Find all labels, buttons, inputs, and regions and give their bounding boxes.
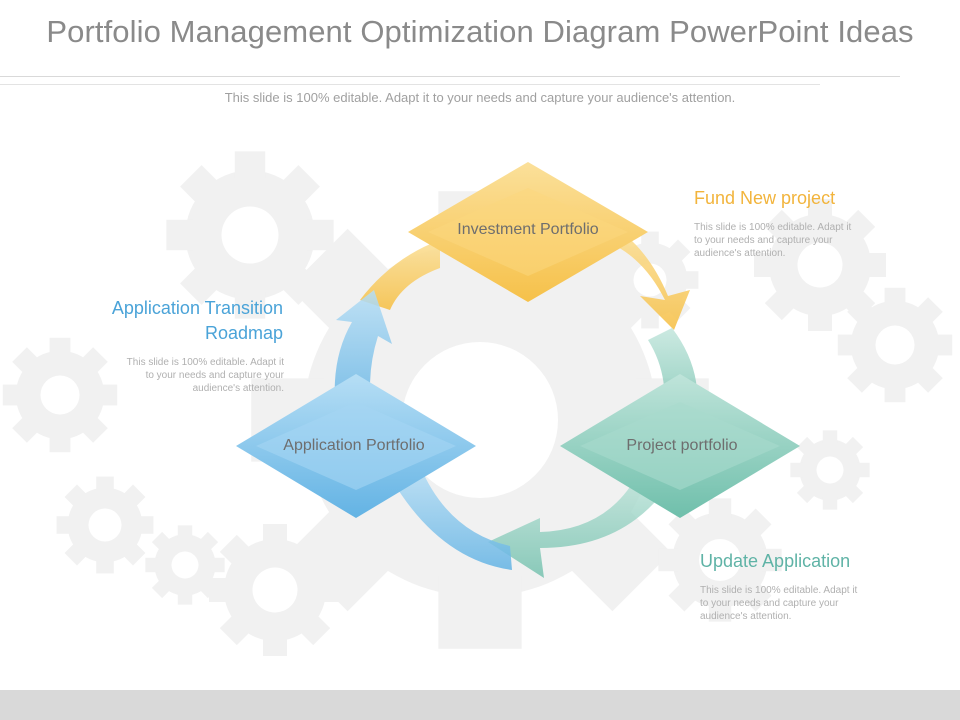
callout-fund-heading: Fund New project	[694, 188, 836, 208]
callout-update-line: to your needs and capture your	[700, 598, 839, 609]
arrow-investment-from-application	[360, 240, 440, 310]
callout-transition-line: to your needs and capture your	[145, 370, 284, 381]
callout-update-line: audience's attention.	[700, 611, 792, 622]
callout-fund-line: audience's attention.	[694, 248, 786, 259]
node-application-shape	[236, 374, 476, 518]
title-divider-secondary	[0, 84, 820, 85]
arrow-project-to-application	[488, 470, 672, 578]
page-title: Portfolio Management Optimization Diagra…	[46, 14, 914, 49]
gear-icon	[56, 476, 154, 574]
gear-icon	[2, 337, 118, 453]
node-project-label: Project portfolio	[626, 437, 738, 454]
callout-update-description: This slide is 100% editable. Adapt it to…	[700, 584, 900, 623]
footer-bar	[0, 690, 960, 720]
gear-icon	[790, 430, 870, 510]
node-investment-shape	[408, 162, 648, 302]
callout-fund-line: to your needs and capture your	[694, 235, 833, 246]
gear-icon	[837, 287, 953, 403]
callout-transition-description: This slide is 100% editable. Adapt it to…	[80, 356, 284, 395]
arrow-investment-to-project	[612, 225, 690, 330]
callout-transition-heading-line: Application Transition	[111, 298, 283, 318]
title-divider	[0, 76, 900, 77]
callout-update-heading: Update Application	[700, 551, 851, 571]
page-subtitle: This slide is 100% editable. Adapt it to…	[224, 90, 736, 105]
callout-transition-heading-line: Roadmap	[204, 323, 283, 343]
callout-transition-line: audience's attention.	[192, 383, 284, 394]
callout-fund-line: This slide is 100% editable. Adapt it	[694, 222, 852, 233]
callout-fund-description: This slide is 100% editable. Adapt it to…	[694, 221, 894, 260]
callout-update-line: This slide is 100% editable. Adapt it	[700, 585, 858, 596]
node-project-shape	[560, 374, 800, 518]
callout-transition-heading: Application Transition Roadmap	[60, 296, 283, 346]
node-investment-label: Investment Portfolio	[457, 221, 599, 238]
callout-transition-line: This slide is 100% editable. Adapt it	[126, 357, 284, 368]
node-application-label: Application Portfolio	[283, 437, 425, 454]
arrow-application-from-project	[392, 466, 512, 570]
